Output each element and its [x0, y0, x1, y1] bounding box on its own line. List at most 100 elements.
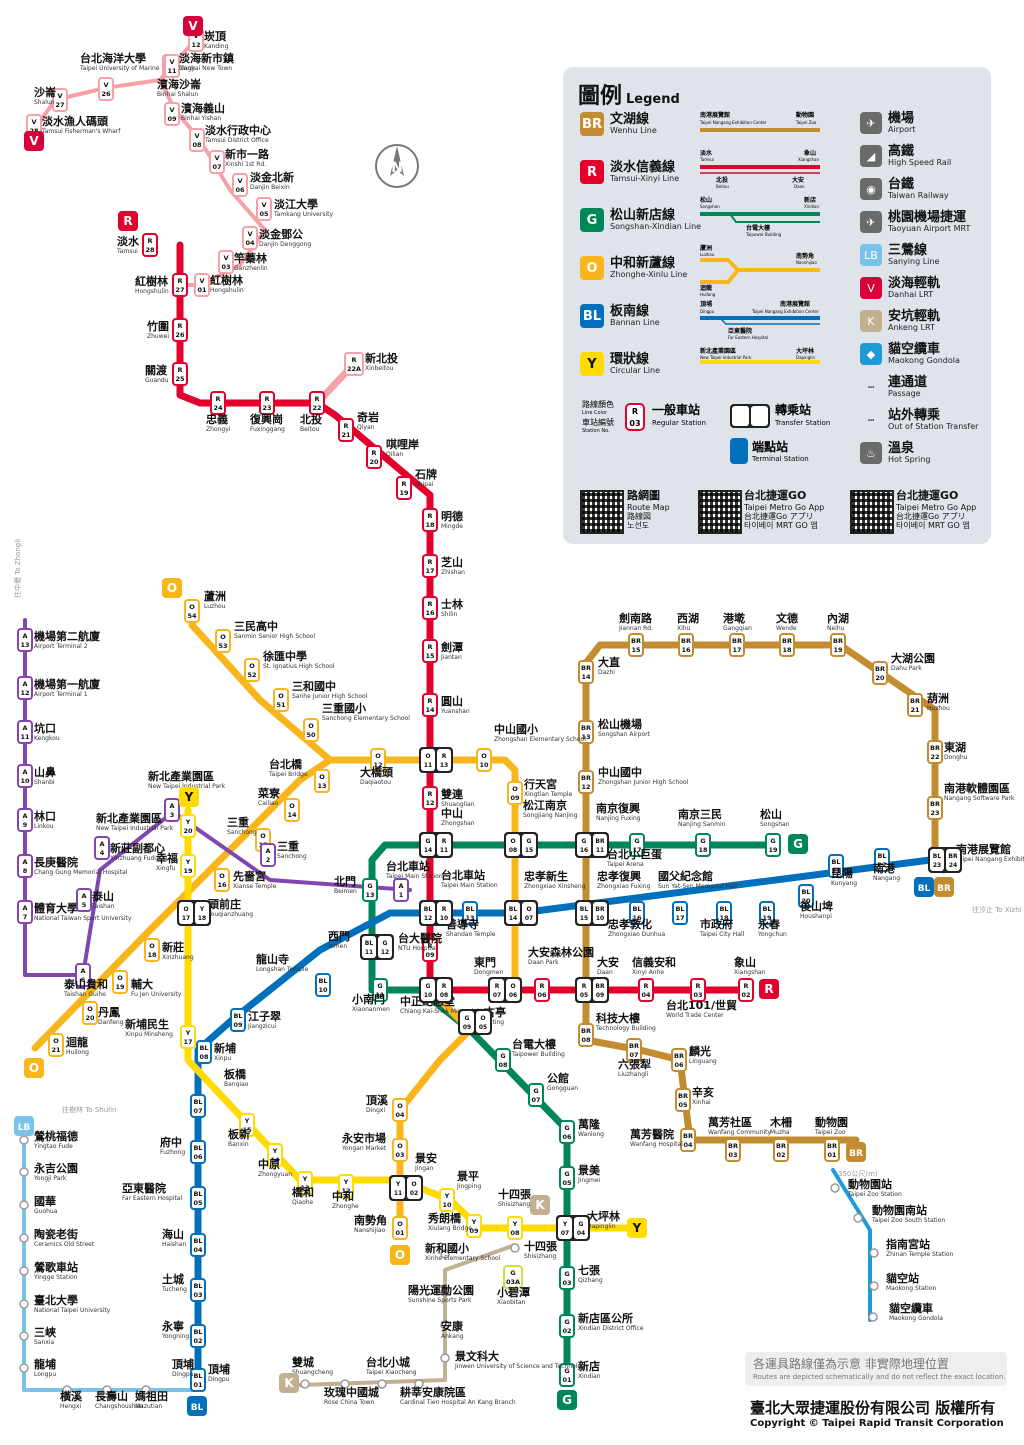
station[interactable]: G06萬隆Wanlong	[560, 1117, 604, 1143]
station[interactable]: A4新莊副都心Xinzhuang Fuduxin	[95, 837, 167, 862]
station[interactable]: BR21葫洲Huzhou	[908, 691, 950, 716]
station[interactable]: 陶瓷老街Ceramics Old Street	[20, 1227, 95, 1248]
station[interactable]: 橫溪Hengxi	[60, 1386, 83, 1410]
station[interactable]: BR20大湖公園Dahu Park	[873, 651, 935, 684]
station[interactable]: G18南京三民Nanjing Sanmin	[678, 807, 726, 856]
station[interactable]: 陽光運動公園Sunshine Sports Park	[408, 1283, 474, 1304]
station[interactable]: R12雙連Shuanglian	[423, 787, 475, 809]
station[interactable]: R22北投Beitou	[300, 392, 324, 433]
transfer-station[interactable]: G14R11	[419, 832, 453, 858]
station[interactable]: O54蘆洲Luzhou	[185, 589, 226, 622]
station[interactable]: BR17港墘Gangqian	[723, 611, 752, 656]
station[interactable]: O12大橋頭Daqiaotou	[360, 749, 394, 786]
station[interactable]: R09台大醫院NTU Hospital	[398, 931, 442, 961]
station[interactable]: 媽祖田Mazutian	[135, 1386, 168, 1410]
transfer-station[interactable]: G16BR11	[575, 832, 609, 858]
station-dot[interactable]	[20, 1136, 28, 1144]
transfer-station[interactable]: BL23BR24	[928, 847, 962, 873]
station[interactable]: V06淡金北新Danjin Beixin	[233, 170, 294, 196]
station[interactable]: R24忠義Zhongyi	[206, 392, 231, 433]
station[interactable]: BR12中山國中Zhongshan Junior High School	[579, 765, 689, 793]
station[interactable]: R14圓山Yuanshan	[423, 694, 470, 716]
station[interactable]: BR06麟光Linguang	[672, 1044, 717, 1071]
station[interactable]: O50三重國小Sanchong Elementary School	[304, 701, 410, 741]
station[interactable]: R15劍潭Jiantan	[423, 640, 463, 662]
station[interactable]: 松江南京Songjiang Nanjing	[523, 798, 578, 819]
transfer-station[interactable]: BL15BR10	[575, 900, 609, 926]
station[interactable]: 新和國小Xinhe Elementary School	[425, 1241, 501, 1262]
route-map-qr-code[interactable]	[580, 490, 624, 534]
station-dot[interactable]	[20, 1234, 28, 1242]
station[interactable]: V05淡江大學Tamkang University	[257, 197, 333, 220]
station[interactable]: 大坪林Dapinglin	[587, 1209, 620, 1230]
station-dot[interactable]	[20, 1332, 28, 1340]
station-dot[interactable]	[20, 1364, 28, 1372]
station[interactable]: O21迴龍Huilong	[49, 1034, 89, 1056]
transfer-station[interactable]: BL11G12	[360, 934, 394, 960]
station-dot[interactable]	[20, 1300, 28, 1308]
station[interactable]: V07新市一路Xinshi 1st Rd.	[210, 147, 270, 173]
station[interactable]: 耕莘安康院區Cardinal Tien Hospital An Kang Bra…	[400, 1380, 516, 1406]
station[interactable]: R03台北101/世貿World Trade Center	[666, 979, 737, 1019]
station-dot[interactable]	[20, 1168, 28, 1176]
station-dot[interactable]	[831, 1184, 839, 1192]
station[interactable]: BL13善導寺Shandao Temple	[446, 902, 496, 938]
station[interactable]: 忠孝新生Zhongxiao Xinsheng	[524, 869, 586, 890]
station[interactable]: O01南勢角Nanshijiao	[354, 1213, 407, 1239]
station-dot[interactable]	[511, 1244, 519, 1252]
station[interactable]: O10中山國小Zhongshan Elementary School	[477, 722, 586, 771]
station-dot[interactable]	[870, 1249, 878, 1257]
ios-app-qr-code[interactable]	[850, 490, 894, 534]
station[interactable]: G03七張Qizhang	[560, 1263, 603, 1289]
station[interactable]: G19松山Songshan	[760, 807, 790, 856]
station[interactable]: 景安Jingan	[414, 1151, 437, 1172]
station[interactable]: BL19永春Yongchun	[757, 902, 787, 938]
station[interactable]: BL09江子翠Jiangzicui	[231, 1009, 281, 1031]
station[interactable]: 十四張Shisizhang	[511, 1239, 558, 1260]
station[interactable]: BR13松山機場Songshan Airport	[579, 717, 651, 743]
station[interactable]: BR08科技大樓Technology Building	[579, 1011, 656, 1046]
transfer-station[interactable]: O17Y18	[177, 900, 211, 926]
station[interactable]: BL16忠孝敦化Zhongxiao Dunhua	[608, 902, 665, 938]
station[interactable]: 永吉公園Yongji Park	[20, 1161, 78, 1182]
transfer-station[interactable]: O08G15	[504, 832, 538, 858]
station-dot[interactable]	[20, 1201, 28, 1209]
station[interactable]: G07公館Gongguan	[529, 1071, 578, 1106]
station-dot[interactable]	[870, 1282, 878, 1290]
station[interactable]: R18明德Mingde	[423, 509, 463, 531]
station[interactable]: BR23南港軟體園區Nangang Software Park	[928, 781, 1015, 819]
station[interactable]: BR22東湖Donghu	[928, 740, 968, 763]
station[interactable]: 台北車站Taipei Main Station	[440, 868, 498, 889]
station[interactable]: G03A小碧潭Xiaobitan	[496, 1266, 530, 1306]
station[interactable]: 臺北大學National Taipei University	[20, 1293, 111, 1314]
station[interactable]: R22A新北投Xinbeitou	[345, 351, 398, 375]
station[interactable]: R28淡水Tamsui	[116, 234, 157, 256]
